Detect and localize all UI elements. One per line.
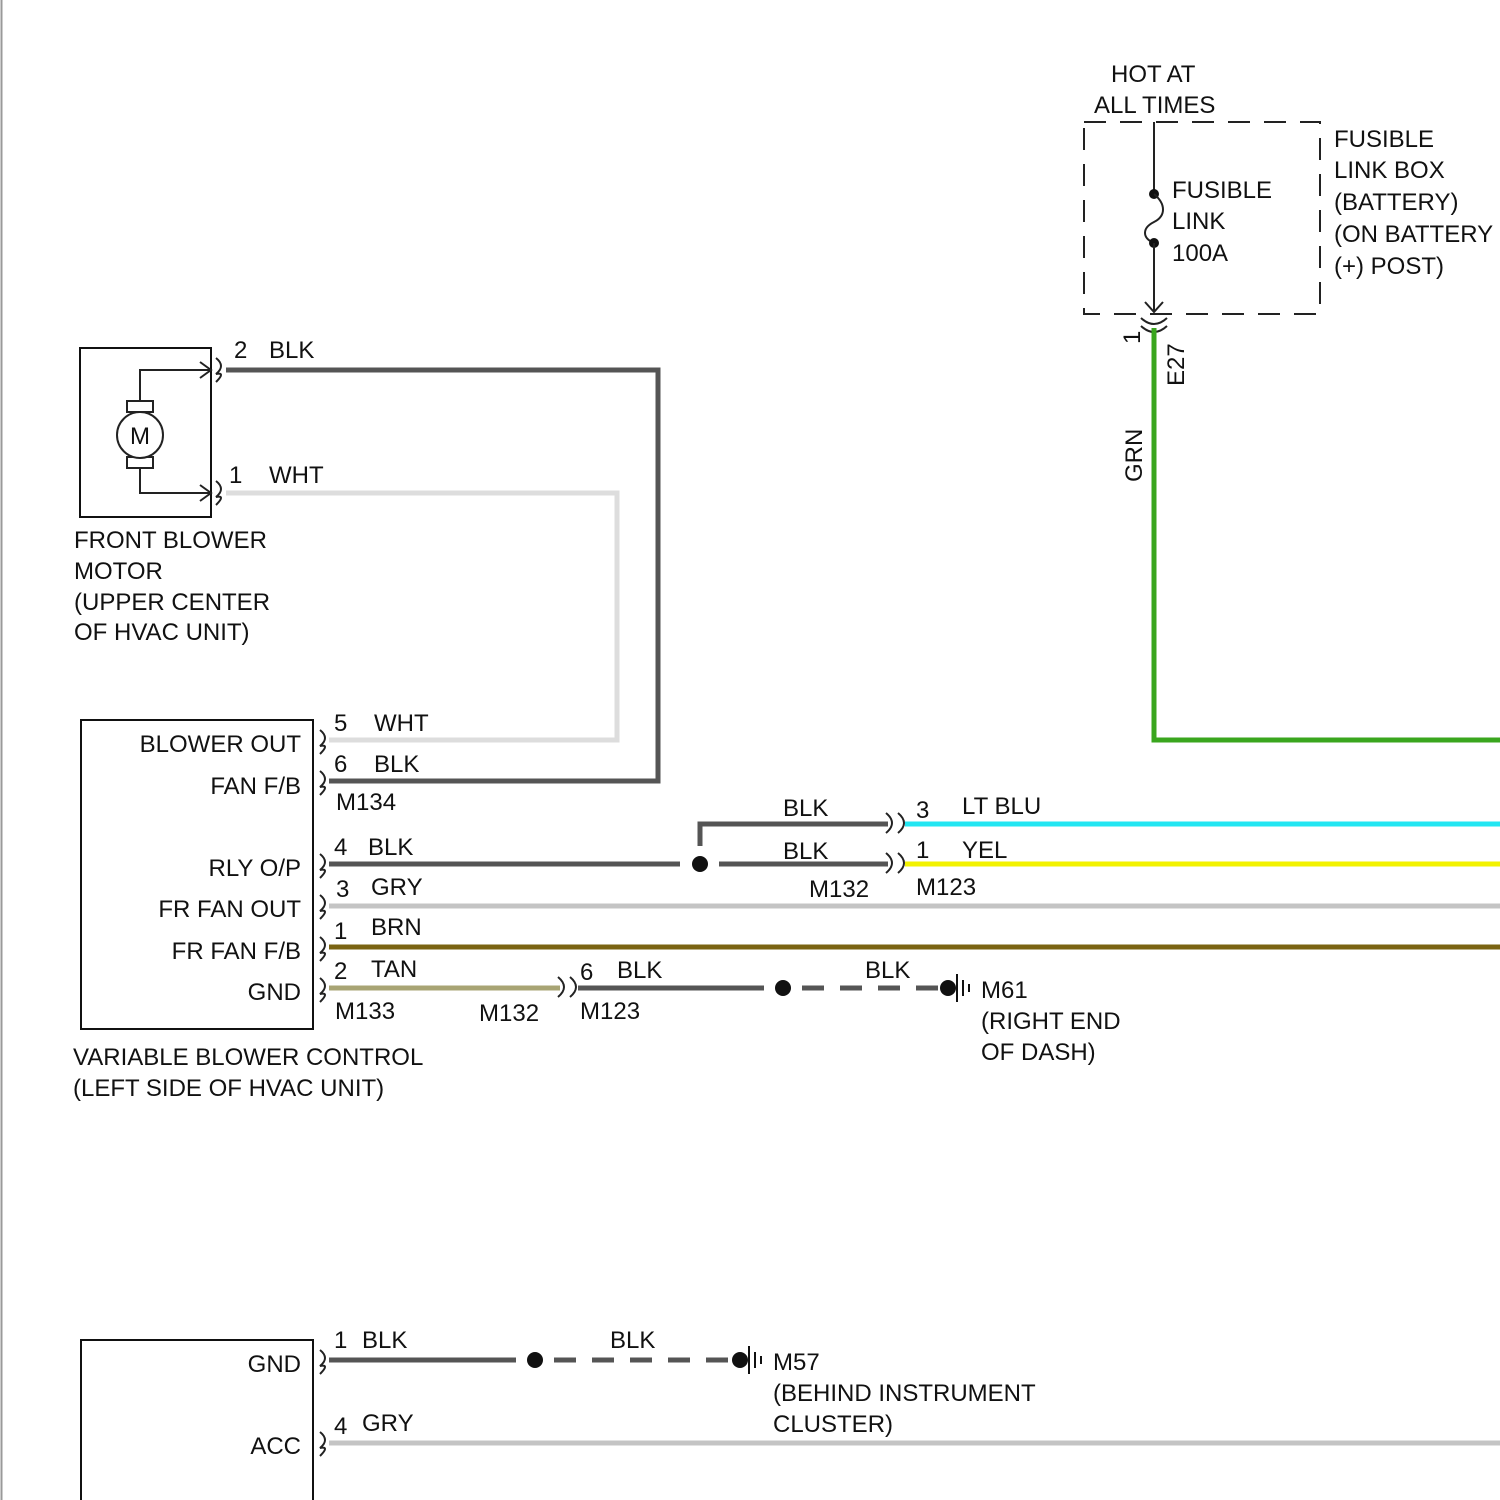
splice-blk-upper-label: BLK xyxy=(783,795,828,822)
lower-connector-1 xyxy=(320,1350,325,1374)
motor-pin-1: 1 xyxy=(229,462,242,489)
vbc-connector-m133: M133 xyxy=(335,998,395,1025)
m123-pin-1: 1 xyxy=(916,837,929,864)
motor-label-1: FRONT BLOWER xyxy=(74,527,267,554)
m132-m123-connector-3 xyxy=(886,813,904,833)
lower-connector-4 xyxy=(320,1432,325,1456)
ground-m61-location-1: (RIGHT END xyxy=(981,1008,1121,1035)
fusible-box-label-2: LINK BOX xyxy=(1334,157,1445,184)
grn-wire xyxy=(1154,328,1500,740)
motor-label-4: OF HVAC UNIT) xyxy=(74,619,250,646)
vbc-connector-m134: M134 xyxy=(336,789,396,816)
vbc-pin-5: 5 xyxy=(334,710,347,737)
motor-wire-upper xyxy=(140,370,211,402)
e27-connector-label: E27 xyxy=(1163,343,1190,386)
motor-label-2: MOTOR xyxy=(74,558,163,585)
ground-icon-m57 xyxy=(749,1346,761,1374)
vbc-pin-3-wire: GRY xyxy=(371,874,423,901)
connector-m132-label: M132 xyxy=(809,876,869,903)
vbc-connector-5 xyxy=(320,730,325,754)
motor-wire-lower xyxy=(140,468,211,493)
e27-pin-label: 1 xyxy=(1119,331,1146,344)
ground-m61-label: M61 xyxy=(981,977,1028,1004)
fuse-rating-text: 100A xyxy=(1172,240,1228,267)
ground-m57-location-1: (BEHIND INSTRUMENT xyxy=(773,1380,1036,1407)
motor-label-3: (UPPER CENTER xyxy=(74,589,270,616)
vbc-label-1: VARIABLE BLOWER CONTROL xyxy=(73,1044,423,1071)
wht-wire-motor-to-blower-out xyxy=(226,493,617,740)
ground-point-m57 xyxy=(732,1352,748,1368)
motor-pin-2: 2 xyxy=(234,337,247,364)
fusible-link-box: HOT AT ALL TIMES FUSIBLE LINK 100A FUSIB… xyxy=(1084,61,1493,314)
vbc-fr-fan-fb-label: FR FAN F/B xyxy=(172,938,301,965)
connector-m123-label: M123 xyxy=(916,874,976,901)
splice-m61 xyxy=(775,980,791,996)
m123-pin-3-wire: LT BLU xyxy=(962,793,1041,820)
link-text: LINK xyxy=(1172,208,1225,235)
splice-rly-op xyxy=(692,856,708,872)
m123-pin-1-wire: YEL xyxy=(962,837,1007,864)
lower-gnd-label: GND xyxy=(248,1351,301,1378)
motor-brush-top xyxy=(127,401,153,412)
ground-m57-location-2: CLUSTER) xyxy=(773,1411,893,1438)
lower-module: GND ACC 1 BLK 4 GRY xyxy=(81,1327,414,1500)
m123-pin-6-wire: BLK xyxy=(617,957,662,984)
fusible-box-label-1: FUSIBLE xyxy=(1334,126,1434,153)
motor-pin-1-wire: WHT xyxy=(269,462,324,489)
fusible-link-symbol xyxy=(1145,194,1163,243)
vbc-connector-1 xyxy=(320,937,325,961)
vbc-connector-3 xyxy=(320,895,325,919)
gnd-m61-blk-label: BLK xyxy=(865,957,910,984)
lower-pin-4-wire: GRY xyxy=(362,1410,414,1437)
vbc-rly-op-label: RLY O/P xyxy=(209,855,301,882)
lower-pin-4: 4 xyxy=(334,1413,347,1440)
grn-wire-label: GRN xyxy=(1121,429,1148,482)
vbc-label-2: (LEFT SIDE OF HVAC UNIT) xyxy=(73,1075,384,1102)
vbc-pin-1-wire: BRN xyxy=(371,914,422,941)
vbc-pin-3: 3 xyxy=(336,876,349,903)
vbc-pin-6-wire: BLK xyxy=(374,751,419,778)
m132-m123-connector-1 xyxy=(886,853,904,873)
connector-m132-gnd-label: M132 xyxy=(479,1000,539,1027)
ground-m61-location-2: OF DASH) xyxy=(981,1039,1096,1066)
ground-icon-m61 xyxy=(957,974,969,1002)
connector-m123-gnd-label: M123 xyxy=(580,998,640,1025)
ground-m57-label: M57 xyxy=(773,1349,820,1376)
motor-letter: M xyxy=(130,423,150,450)
vbc-connector-6 xyxy=(320,771,325,795)
vbc-connector-2 xyxy=(320,978,325,1002)
lower-pin-1: 1 xyxy=(334,1327,347,1354)
m123-pin-3: 3 xyxy=(916,797,929,824)
vbc-blower-out-label: BLOWER OUT xyxy=(140,731,302,758)
gnd-m57-blk-label: BLK xyxy=(610,1327,655,1354)
vbc-pin-2-wire: TAN xyxy=(371,956,417,983)
vbc-pin-1: 1 xyxy=(334,918,347,945)
fusible-text: FUSIBLE xyxy=(1172,177,1272,204)
vbc-pin-4-wire: BLK xyxy=(368,834,413,861)
lower-pin-1-wire: BLK xyxy=(362,1327,407,1354)
vbc-connector-4 xyxy=(320,854,325,878)
vbc-fr-fan-out-label: FR FAN OUT xyxy=(158,896,301,923)
hot-at-text: HOT AT xyxy=(1111,61,1196,88)
fusible-box-label-5: (+) POST) xyxy=(1334,253,1444,280)
motor-connector-2 xyxy=(216,358,221,382)
all-times-text: ALL TIMES xyxy=(1094,92,1215,119)
vbc-pin-6: 6 xyxy=(334,751,347,778)
m132-m123-connector-6 xyxy=(558,977,576,997)
motor-connector-1 xyxy=(216,481,221,505)
splice-m57 xyxy=(527,1352,543,1368)
splice-blk-lower-label: BLK xyxy=(783,838,828,865)
ground-point-m61 xyxy=(940,980,956,996)
fusible-box-label-3: (BATTERY) xyxy=(1334,189,1458,216)
vbc-pin-2: 2 xyxy=(334,958,347,985)
vbc-fan-fb-label: FAN F/B xyxy=(210,773,301,800)
vbc-pin-5-wire: WHT xyxy=(374,710,429,737)
vbc-pin-4: 4 xyxy=(334,834,347,861)
motor-pin-2-wire: BLK xyxy=(269,337,314,364)
fusible-box-label-4: (ON BATTERY xyxy=(1334,221,1493,248)
vbc-gnd-label: GND xyxy=(248,979,301,1006)
m123-pin-6: 6 xyxy=(580,959,593,986)
lower-acc-label: ACC xyxy=(250,1433,301,1460)
